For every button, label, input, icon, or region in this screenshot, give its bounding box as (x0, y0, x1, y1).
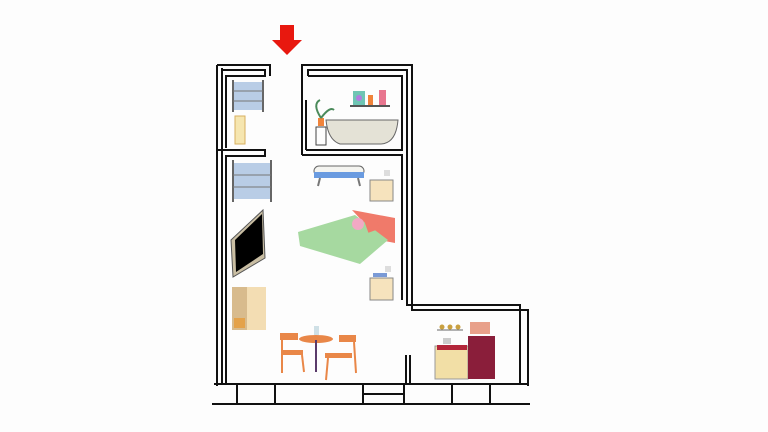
cabinet-icon (232, 287, 266, 330)
nightstand-icon (369, 266, 394, 301)
bath-shelf-icon (350, 90, 390, 107)
plant-icon (315, 99, 335, 146)
shelf-unit-icon (232, 160, 272, 202)
shelf-unit-icon (232, 80, 264, 112)
mirror-icon (234, 115, 246, 145)
kitchen-icon (434, 322, 495, 380)
bed-icon (298, 210, 395, 264)
walls (212, 64, 530, 405)
dining-set-icon (280, 326, 357, 381)
nightstand-icon (369, 170, 394, 202)
bathtub-icon (325, 119, 399, 145)
tv-icon (230, 208, 266, 278)
bench-icon (313, 165, 365, 187)
entrance-arrow-icon (272, 25, 302, 55)
